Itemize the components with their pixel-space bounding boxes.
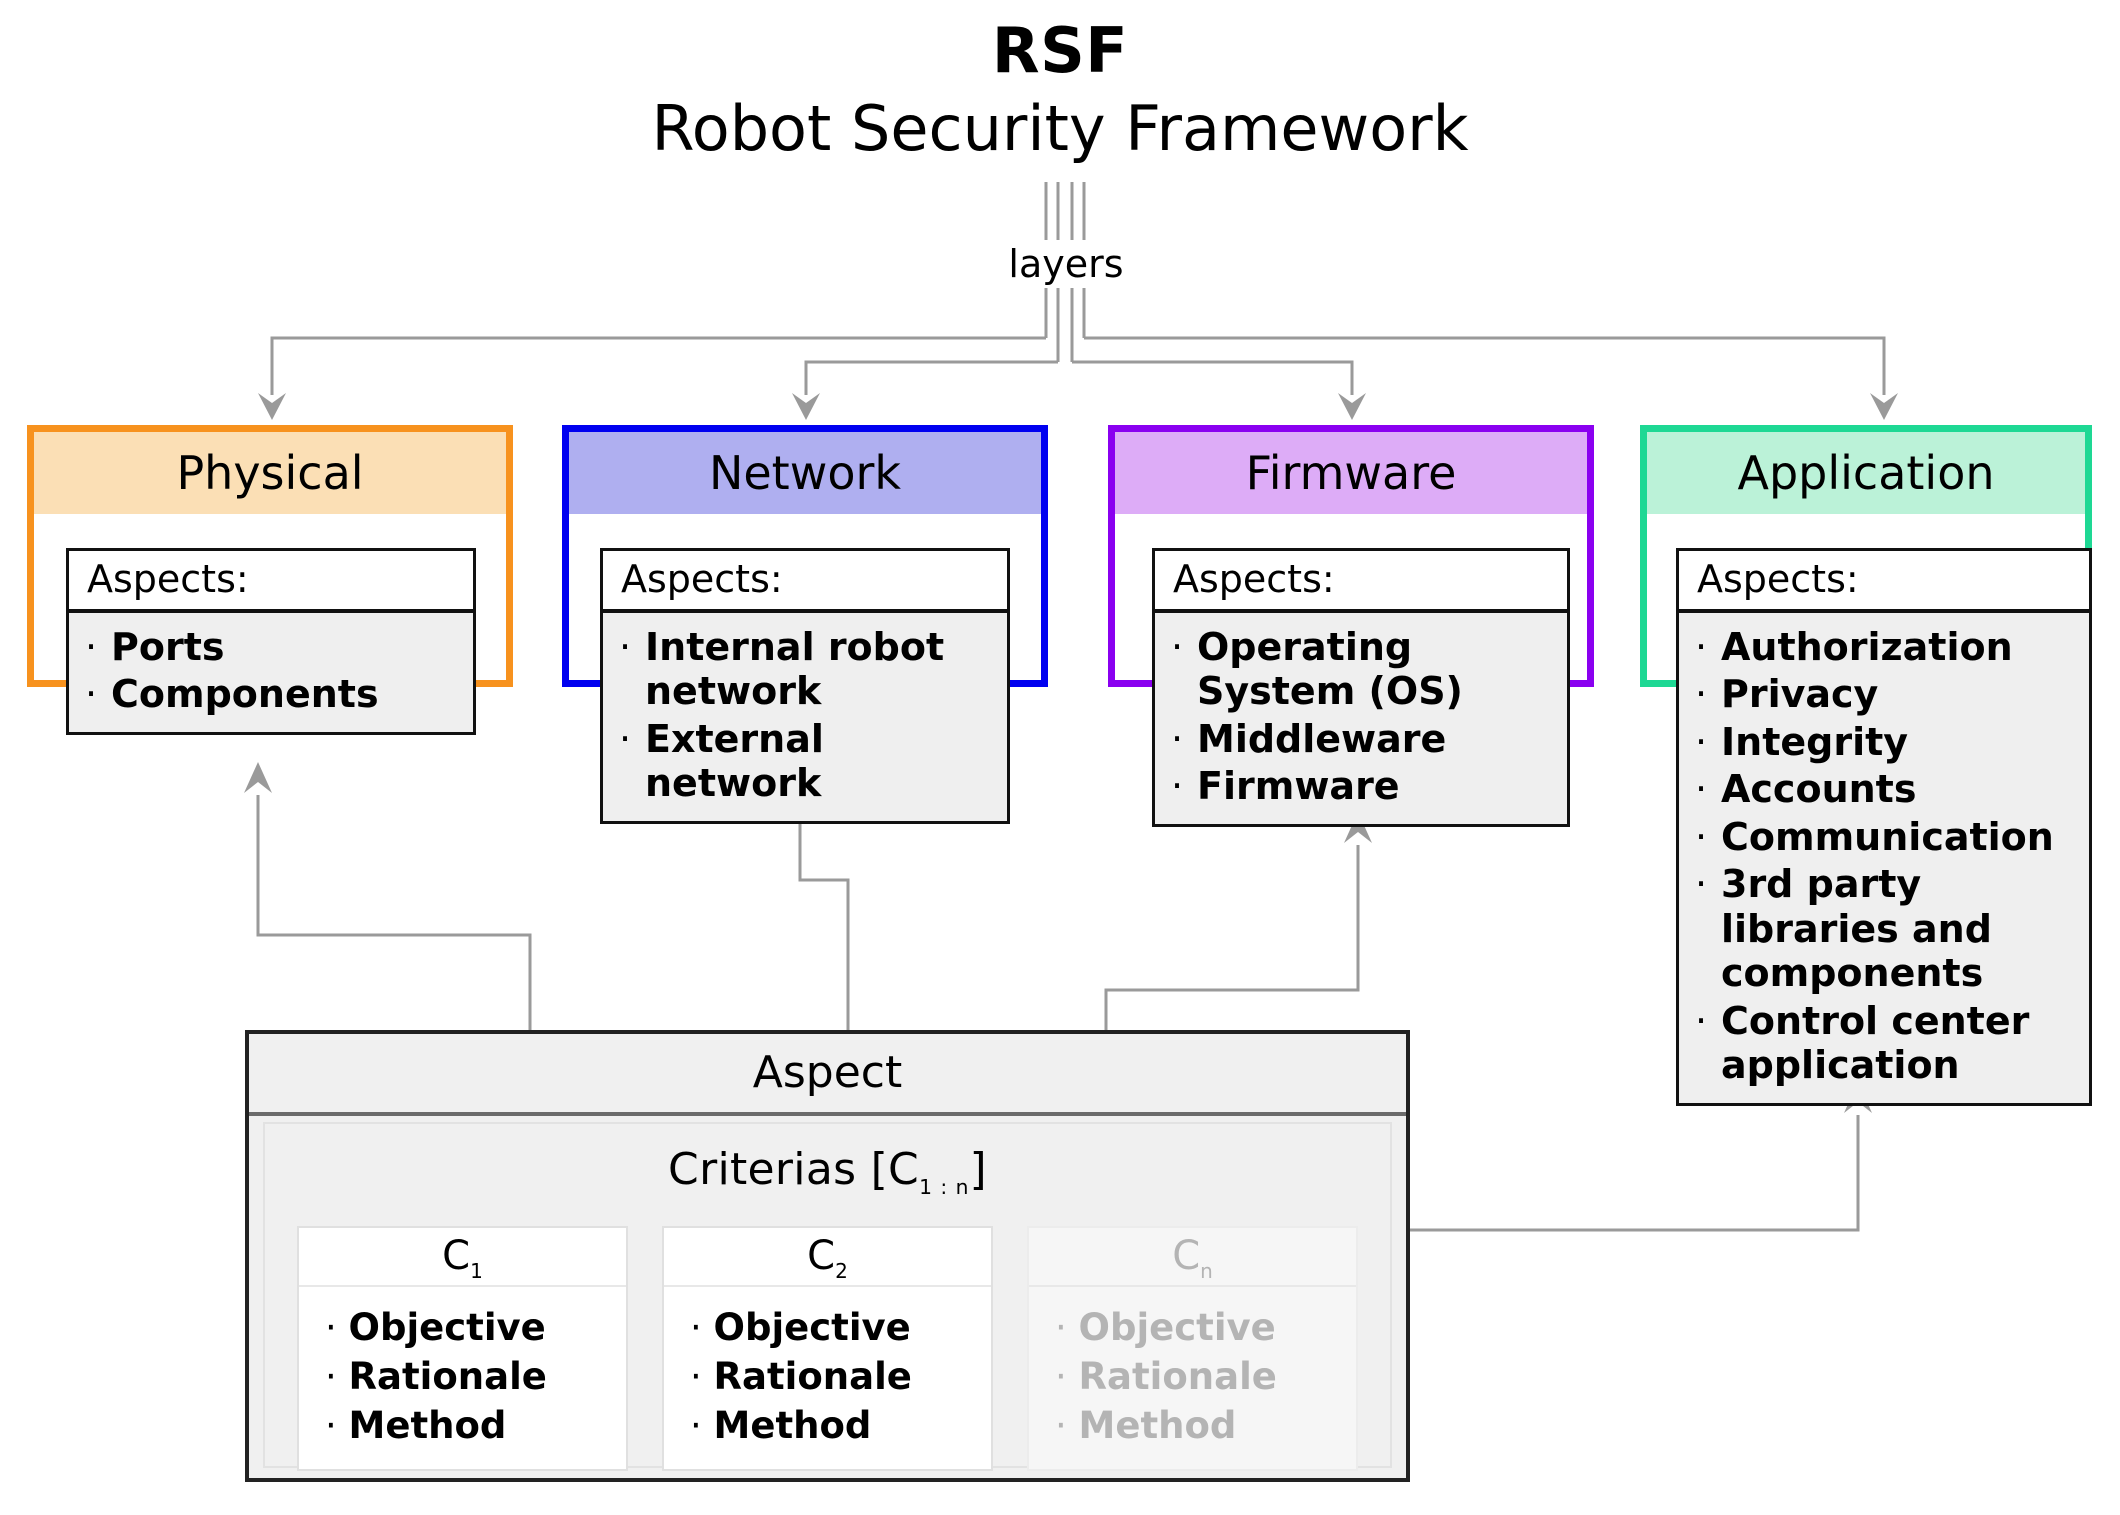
bullet-icon: · — [85, 672, 98, 717]
criteria-card-subscript: 1 — [470, 1259, 483, 1283]
page-title-full: Robot Security Framework — [651, 92, 1469, 165]
criteria-card-subscript: n — [1200, 1259, 1213, 1283]
aspects-list-physical: ·Ports·Components — [69, 613, 473, 732]
page-title-acronym: RSF — [991, 14, 1129, 87]
aspect-list-item: ·Middleware — [1171, 716, 1447, 761]
criteria-card[interactable]: C1 · Objective · Rationale · Method — [297, 1226, 628, 1471]
aspect-panel[interactable]: Aspect Criterias [C1 : n] C1· Objective·… — [245, 1030, 1410, 1482]
bullet-icon: · — [1055, 1355, 1079, 1399]
bullet-icon: · — [325, 1355, 349, 1399]
criteria-list-item: · Objective — [690, 1306, 911, 1349]
criteria-list-item: · Method — [690, 1404, 872, 1448]
aspect-list-item: ·External network — [619, 716, 824, 806]
aspect-panel-header: Aspect — [249, 1034, 1406, 1116]
layers-relation-label: layers — [960, 240, 1172, 288]
bullet-icon: · — [690, 1404, 714, 1448]
criteria-item-list: · Objective · Rationale · Method — [664, 1287, 991, 1469]
bullet-icon: · — [1171, 764, 1184, 809]
aspect-list-item: ·Privacy — [1695, 672, 1879, 717]
criteria-list-item: · Objective — [325, 1306, 546, 1349]
bullet-icon: · — [690, 1355, 714, 1399]
criteria-list-item: · Method — [325, 1404, 507, 1448]
aspect-list-item: ·3rd party libraries and components — [1695, 862, 1992, 996]
bullet-icon: · — [325, 1306, 349, 1349]
aspects-box-network[interactable]: Aspects: ·Internal robot network·Externa… — [600, 548, 1010, 824]
criteria-list-item: · Rationale — [690, 1355, 912, 1399]
criteria-card-title: C1 — [299, 1228, 626, 1287]
aspect-list-item: ·Integrity — [1695, 719, 1909, 764]
aspect-list-item: ·Control center application — [1695, 998, 2030, 1088]
criteria-title-subscript: 1 : n — [919, 1174, 970, 1199]
bullet-icon: · — [1055, 1404, 1079, 1448]
criteria-container: Criterias [C1 : n] C1 · Objective · Ration… — [263, 1122, 1392, 1471]
aspect-list-item: ·Ports — [85, 625, 225, 669]
aspect-list-item: ·Internal robot network — [619, 625, 945, 714]
aspects-label-network: Aspects: — [603, 551, 1007, 613]
bullet-icon: · — [1695, 814, 1708, 859]
criteria-item-list: · Objective · Rationale · Method — [1029, 1287, 1356, 1469]
aspects-label-firmware: Aspects: — [1155, 551, 1567, 613]
bullet-icon: · — [325, 1404, 349, 1448]
criteria-list-item: · Rationale — [325, 1355, 547, 1399]
bullet-icon: · — [1695, 719, 1708, 764]
criteria-title-suffix: ] — [969, 1144, 987, 1195]
aspects-box-application[interactable]: Aspects: ·Authorization·Privacy·Integrit… — [1676, 548, 2092, 1106]
layer-title-physical: Physical — [34, 432, 506, 514]
aspects-list-application: ·Authorization·Privacy·Integrity·Account… — [1679, 613, 2089, 1103]
bullet-icon: · — [1695, 625, 1708, 669]
aspect-list-item: ·Accounts — [1695, 767, 1917, 812]
layer-title-firmware: Firmware — [1115, 432, 1587, 514]
aspect-list-item: ·Operating System (OS) — [1171, 625, 1463, 714]
bullet-icon: · — [619, 716, 632, 761]
bullet-icon: · — [619, 625, 632, 669]
bullet-icon: · — [85, 625, 98, 669]
aspect-list-item: ·Authorization — [1695, 625, 2013, 669]
layer-title-application: Application — [1647, 432, 2085, 514]
criteria-card[interactable]: C2 · Objective · Rationale · Method — [662, 1226, 993, 1471]
criteria-card-title: Cn — [1029, 1228, 1356, 1287]
bullet-icon: · — [1695, 672, 1708, 717]
aspect-list-item: ·Firmware — [1171, 764, 1400, 809]
criteria-list-item: · Method — [1055, 1404, 1237, 1448]
aspects-label-physical: Aspects: — [69, 551, 473, 613]
bullet-icon: · — [1695, 862, 1708, 907]
criteria-title: Criterias [C1 : n] — [265, 1124, 1390, 1199]
bullet-icon: · — [690, 1306, 714, 1349]
criteria-card-subscript: 2 — [835, 1259, 848, 1283]
criteria-list-item: · Rationale — [1055, 1355, 1277, 1399]
aspects-box-physical[interactable]: Aspects: ·Ports·Components — [66, 548, 476, 735]
bullet-icon: · — [1695, 767, 1708, 812]
criteria-card-title: C2 — [664, 1228, 991, 1287]
aspects-list-firmware: ·Operating System (OS)·Middleware·Firmwa… — [1155, 613, 1567, 824]
aspects-box-firmware[interactable]: Aspects: ·Operating System (OS)·Middlewa… — [1152, 548, 1570, 827]
criteria-title-prefix: Criterias [C — [668, 1144, 920, 1195]
aspect-list-item: ·Communication — [1695, 814, 2054, 859]
bullet-icon: · — [1695, 998, 1708, 1043]
criteria-item-list: · Objective · Rationale · Method — [299, 1287, 626, 1469]
criteria-card[interactable]: Cn · Objective · Rationale · Method — [1027, 1226, 1358, 1471]
layer-title-network: Network — [569, 432, 1041, 514]
bullet-icon: · — [1171, 625, 1184, 669]
aspects-label-application: Aspects: — [1679, 551, 2089, 613]
bullet-icon: · — [1055, 1306, 1079, 1349]
aspects-list-network: ·Internal robot network·External network — [603, 613, 1007, 821]
criteria-list-item: · Objective — [1055, 1306, 1276, 1349]
bullet-icon: · — [1171, 716, 1184, 761]
aspect-list-item: ·Components — [85, 672, 379, 717]
